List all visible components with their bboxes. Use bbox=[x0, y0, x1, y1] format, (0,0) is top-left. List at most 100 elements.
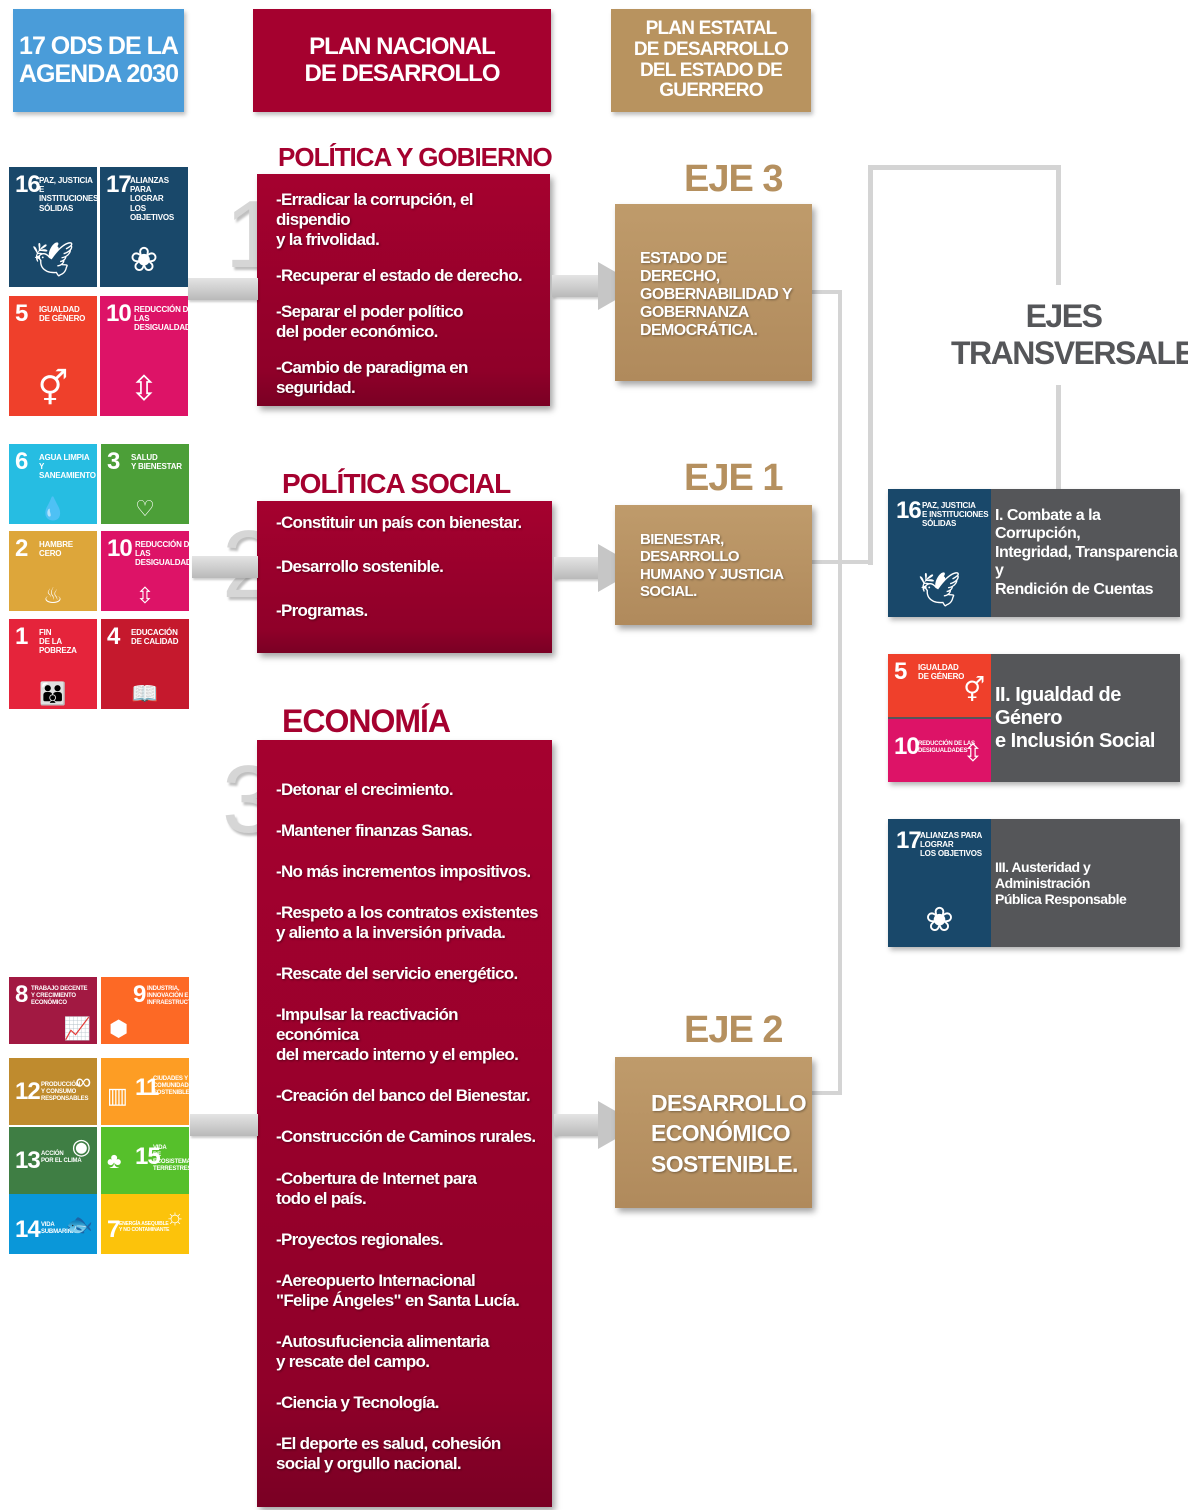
section-2-item: -Desarrollo sostenible. bbox=[276, 557, 444, 577]
section-3-item: -Respeto a los contratos existentes y al… bbox=[276, 903, 538, 943]
section-3-title: ECONOMÍA bbox=[282, 703, 451, 739]
sdg-label: REDUCCIÓN DE LAS DESIGUALDADES bbox=[135, 540, 189, 568]
eje-1-box: BIENESTAR, DESARROLLO HUMANO Y JUSTICIA … bbox=[615, 505, 812, 625]
section-3-item: -Autosufuciencia alimentaria y rescate d… bbox=[276, 1331, 489, 1371]
sdg-10-tile: 10 REDUCCIÓN DE LAS DESIGUALDADES ⇳ bbox=[888, 719, 991, 782]
section-3-item: -Construcción de Caminos rurales. bbox=[276, 1127, 536, 1147]
sdg-16-tile: 16 PAZ, JUSTICIA E INSTITUCIONES SÓLIDAS… bbox=[888, 489, 991, 617]
section-3-item: -El deporte es salud, cohesión social y … bbox=[276, 1433, 501, 1473]
sdg-label: INDUSTRIA, INNOVACIÓN E INFRAESTRUCTURA bbox=[147, 986, 189, 1006]
sdg-1-tile: 1 FIN DE LA POBREZA 👪 bbox=[9, 619, 97, 709]
section-2-item: -Programas. bbox=[276, 601, 368, 621]
sdg-number: 5 bbox=[894, 658, 907, 685]
connector-line-right-bottom bbox=[1056, 385, 1061, 490]
sdg-label: VIDA DE ECOSISTEMAS TERRESTRES bbox=[153, 1145, 189, 1172]
sdg-number: 11 bbox=[135, 1074, 159, 1101]
sdg-7-tile: 7 ENERGÍA ASEQUIBLE Y NO CONTAMINANTE ☼ bbox=[101, 1194, 189, 1254]
sdg-number: 10 bbox=[106, 300, 132, 327]
sdg-number: 7 bbox=[107, 1216, 120, 1243]
equal-arrows-icon: ⇳ bbox=[135, 583, 155, 608]
fish-icon: 🐟 bbox=[65, 1212, 93, 1237]
section-3-item: -Rescate del servicio energético. bbox=[276, 964, 518, 984]
sdg-number: 17 bbox=[106, 171, 132, 198]
eje-transversal-card-1: 16 PAZ, JUSTICIA E INSTITUCIONES SÓLIDAS… bbox=[888, 489, 1180, 617]
section-3-item: -Proyectos regionales. bbox=[276, 1229, 444, 1249]
sdg-12-tile: 12 PRODUCCIÓN Y CONSUMO RESPONSABLES ∞ bbox=[9, 1058, 97, 1125]
section-2-box: -Constituir un país con bienestar. -Desa… bbox=[257, 501, 552, 653]
sdg-4-tile: 4 EDUCACIÓN DE CALIDAD 📖 bbox=[101, 619, 189, 709]
sdg-label: REDUCCIÓN DE LAS DESIGUALDADES bbox=[918, 741, 975, 754]
sdg-label: ALIANZAS PARA LOGRAR LOS OBJETIVOS bbox=[920, 831, 983, 859]
sdg-label: HAMBRE CERO bbox=[39, 540, 73, 559]
heartbeat-icon: ♡ bbox=[135, 496, 155, 521]
sdg-label: VIDA SUBMARINA bbox=[41, 1222, 76, 1235]
sdg-number: 2 bbox=[15, 535, 28, 562]
cubes-icon: ⬢ bbox=[109, 1016, 129, 1041]
pnd-header: PLAN NACIONAL DE DESARROLLO bbox=[253, 9, 551, 112]
eje-3-label: EJE 3 bbox=[684, 158, 784, 200]
sdg-label: PAZ, JUSTICIA E INSTITUCIONES SÓLIDAS bbox=[39, 176, 97, 213]
sdg-label: CIUDADES Y COMUNIDADES SOSTENIBLES bbox=[153, 1076, 189, 1096]
section-1-item: -Erradicar la corrupción, el dispendio y… bbox=[276, 190, 473, 250]
sdg-10-tile: 10 REDUCCIÓN DE LAS DESIGUALDADES ⇳ bbox=[100, 296, 188, 416]
sdg-17-tile: 17 ALIANZAS PARA LOGRAR LOS OBJETIVOS ❀ bbox=[100, 167, 188, 287]
sdg-label: IGUALDAD DE GÉNERO bbox=[39, 305, 86, 324]
section-1-item: -Cambio de paradigma en seguridad. bbox=[276, 358, 468, 398]
sdg-number: 6 bbox=[15, 448, 28, 475]
section-3-box: -Detonar el crecimiento. -Mantener finan… bbox=[257, 740, 552, 1507]
flower-rings-icon: ❀ bbox=[925, 901, 954, 939]
sdg-label: PAZ, JUSTICIA E INSTITUCIONES SÓLIDAS bbox=[922, 501, 989, 529]
sdg-15-tile: 15 VIDA DE ECOSISTEMAS TERRESTRES ♣ bbox=[101, 1127, 189, 1194]
sdg-6-tile: 6 AGUA LIMPIA Y SANEAMIENTO 💧 bbox=[9, 444, 97, 524]
sdg-label: EDUCACIÓN DE CALIDAD bbox=[131, 628, 179, 647]
sdg-number: 16 bbox=[896, 497, 922, 524]
arrow-section-2-to-eje-1 bbox=[554, 557, 602, 579]
section-3-item: -Impulsar la reactivación económica del … bbox=[276, 1005, 519, 1065]
connector-line-right-top bbox=[1056, 165, 1061, 285]
section-1-title: POLÍTICA Y GOBIERNO bbox=[278, 142, 553, 172]
sdg-5-tile: 5 IGUALDAD DE GÉNERO ⚥ bbox=[888, 654, 991, 717]
eje-2-box: DESARROLLO ECONÓMICO SOSTENIBLE. bbox=[615, 1057, 812, 1208]
sdg-10-tile: 10 REDUCCIÓN DE LAS DESIGUALDADES ⇳ bbox=[101, 531, 189, 611]
section-1-box: -Erradicar la corrupción, el dispendio y… bbox=[257, 174, 550, 406]
sdg-number: 10 bbox=[894, 733, 920, 760]
eje-transversal-text: II. Igualdad de Género e Inclusión Socia… bbox=[995, 683, 1155, 752]
sdg-2-tile: 2 HAMBRE CERO ♨ bbox=[9, 531, 97, 611]
tree-icon: ♣ bbox=[107, 1148, 122, 1173]
sdg-label: FIN DE LA POBREZA bbox=[39, 628, 77, 656]
sdg-label: ALIANZAS PARA LOGRAR LOS OBJETIVOS bbox=[130, 176, 174, 222]
sdg-9-tile: 9 INDUSTRIA, INNOVACIÓN E INFRAESTRUCTUR… bbox=[101, 977, 189, 1044]
sdg-number: 9 bbox=[133, 981, 146, 1008]
section-3-item: -Aereopuerto Internacional "Felipe Ángel… bbox=[276, 1270, 520, 1310]
arrow-ods-to-section-2 bbox=[192, 556, 258, 578]
gender-equality-icon: ⚥ bbox=[963, 677, 985, 704]
sdg-number: 12 bbox=[15, 1078, 41, 1105]
section-2-title: POLÍTICA SOCIAL bbox=[282, 468, 511, 499]
city-icon: ▥ bbox=[107, 1083, 128, 1108]
sdg-number: 13 bbox=[15, 1147, 41, 1174]
sdg-label: TRABAJO DECENTE Y CRECIMIENTO ECONÓMICO bbox=[31, 986, 88, 1006]
ods-header: 17 ODS DE LA AGENDA 2030 bbox=[13, 9, 184, 112]
family-icon: 👪 bbox=[39, 681, 67, 706]
sdg-16-tile: 16 PAZ, JUSTICIA E INSTITUCIONES SÓLIDAS… bbox=[9, 167, 97, 287]
sdg-label: PRODUCCIÓN Y CONSUMO RESPONSABLES bbox=[41, 1082, 89, 1102]
connector-line-vertical bbox=[838, 290, 842, 1095]
arrow-section-3-to-eje-2 bbox=[554, 1114, 602, 1136]
bowl-icon: ♨ bbox=[43, 583, 63, 608]
eje-transversal-text: I. Combate a la Corrupción, Integridad, … bbox=[995, 507, 1178, 598]
connector-line-eje2 bbox=[812, 1091, 842, 1095]
sdg-number: 17 bbox=[896, 827, 922, 854]
connector-line-eje1 bbox=[812, 560, 872, 564]
eje-transversal-card-3: 17 ALIANZAS PARA LOGRAR LOS OBJETIVOS ❀ … bbox=[888, 819, 1180, 947]
book-pencil-icon: 📖 bbox=[131, 681, 159, 706]
eje-transversal-text: III. Austeridad y Administración Pública… bbox=[995, 858, 1127, 908]
sdg-label: ACCIÓN POR EL CLIMA bbox=[41, 1151, 82, 1164]
sdg-13-tile: 13 ACCIÓN POR EL CLIMA ◉ bbox=[9, 1127, 97, 1194]
flower-rings-icon: ❀ bbox=[129, 241, 159, 279]
sdg-14-tile: 14 VIDA SUBMARINA 🐟 bbox=[9, 1194, 97, 1254]
ped-header: PLAN ESTATAL DE DESARROLLO DEL ESTADO DE… bbox=[611, 9, 811, 112]
sdg-number: 4 bbox=[107, 623, 120, 650]
section-3-item: -Ciencia y Tecnología. bbox=[276, 1392, 440, 1412]
sdg-17-tile: 17 ALIANZAS PARA LOGRAR LOS OBJETIVOS ❀ bbox=[888, 819, 991, 947]
section-2-item: -Constituir un país con bienestar. bbox=[276, 513, 522, 532]
